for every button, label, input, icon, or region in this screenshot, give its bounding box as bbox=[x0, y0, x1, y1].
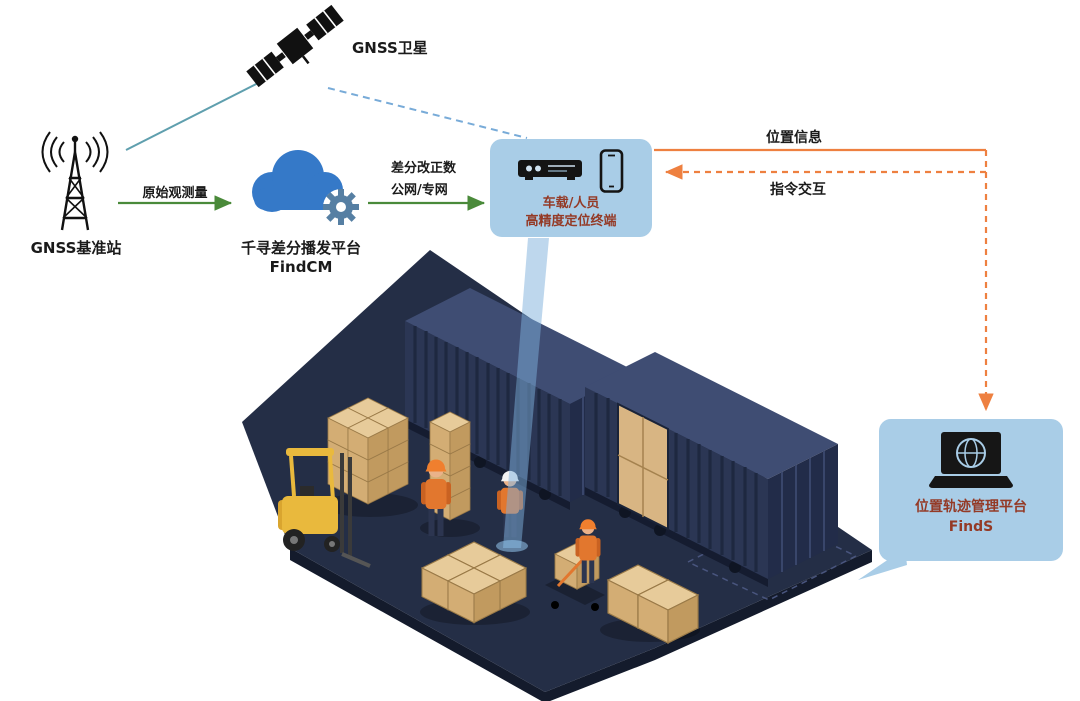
warehouse-scene bbox=[242, 238, 872, 701]
gear-icon bbox=[323, 189, 359, 225]
terminal-label-line2: 高精度定位终端 bbox=[525, 214, 617, 230]
crate-cluster bbox=[420, 541, 530, 625]
correction-label-line2: 公网/专网 bbox=[391, 183, 448, 198]
shipping-container-right bbox=[585, 352, 838, 587]
signal-waves-icon bbox=[41, 131, 109, 173]
raw-observation-label: 原始观测量 bbox=[142, 186, 208, 201]
satellite-icon bbox=[246, 4, 344, 88]
gnss-receiver-icon bbox=[518, 160, 582, 180]
satellite-base-link bbox=[125, 77, 269, 151]
crate-tower bbox=[420, 411, 480, 537]
pallet-jack bbox=[545, 542, 605, 611]
command-label: 指令交互 bbox=[770, 182, 826, 198]
management-platform-node: 位置轨迹管理平台 FindS bbox=[879, 419, 1063, 561]
management-platform-product: FindS bbox=[948, 518, 994, 535]
floor-edge bbox=[290, 548, 872, 701]
cloud-platform-product: FindCM bbox=[269, 258, 333, 276]
positioning-beam bbox=[496, 238, 549, 552]
cloud-platform-name: 千寻差分播发平台 bbox=[240, 239, 361, 257]
forklift bbox=[278, 448, 371, 568]
gnss-antenna-icon bbox=[41, 131, 109, 231]
laptop-globe-icon bbox=[929, 432, 1013, 488]
correction-label-line1: 差分改正数 bbox=[391, 161, 457, 176]
terminal-device-icons bbox=[517, 147, 625, 195]
satellite-label: GNSS卫星 bbox=[352, 39, 428, 57]
management-platform-name: 位置轨迹管理平台 bbox=[915, 499, 1027, 515]
crate-cluster bbox=[600, 564, 700, 644]
terminal-node: 车载/人员 高精度定位终端 bbox=[490, 139, 652, 237]
crate-stack bbox=[322, 397, 418, 517]
base-station-label: GNSS基准站 bbox=[30, 239, 122, 257]
position-info-label: 位置信息 bbox=[766, 130, 822, 146]
terminal-label-line1: 车载/人员 bbox=[542, 196, 600, 211]
satellite-terminal-link bbox=[327, 87, 528, 139]
container-open-door bbox=[617, 402, 669, 531]
smartphone-icon bbox=[599, 149, 624, 193]
